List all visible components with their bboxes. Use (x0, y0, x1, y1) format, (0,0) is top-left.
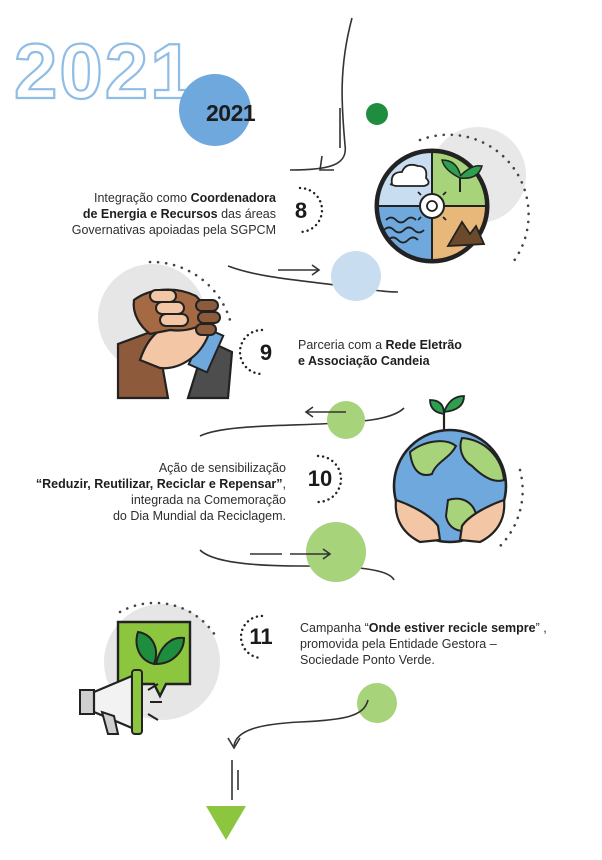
end-triangle (206, 806, 246, 840)
green-bubble-4 (306, 522, 366, 582)
earth-hands-icon (392, 395, 508, 544)
timeline-path-5 (233, 699, 369, 747)
handshake-icon (116, 288, 234, 400)
green-dot (366, 103, 388, 125)
step-11-text: Campanha “Onde estiver recicle sempre” ,… (300, 621, 547, 667)
year-outline: 2021 (14, 27, 196, 115)
step-9-text: Parceria com a Rede Eletrão e Associação… (298, 338, 462, 368)
year-bubble (179, 74, 251, 146)
step-10-text: Ação de sensibilização “Reduzir, Reutili… (35, 461, 286, 523)
arrow-head-2 (311, 264, 321, 276)
timeline-path-4 (199, 549, 395, 581)
step-number-11: 11 (249, 624, 273, 649)
step-number-10: 10 (307, 466, 333, 491)
dotted-arc-5 (118, 601, 220, 642)
year-label: 2021 (206, 100, 256, 126)
timeline-path-3 (199, 407, 405, 437)
green-bubble-3 (327, 401, 365, 439)
green-bubble-5 (357, 683, 397, 723)
megaphone-leaf-icon (79, 620, 192, 735)
step-number-9: 9 (259, 340, 273, 365)
ecosystem-icon (374, 148, 490, 264)
arrow-head-5 (227, 737, 241, 750)
arrow-head-3 (304, 406, 314, 418)
dotted-arc-1 (418, 133, 530, 268)
step-11-ring (239, 614, 264, 660)
arrow-head-4 (322, 548, 332, 560)
step-10-ring (316, 454, 343, 504)
step-number-8: 8 (294, 198, 308, 223)
timeline-path-1 (289, 17, 353, 171)
arrow-head-1 (319, 155, 334, 171)
blue-bubble-2 (331, 251, 381, 301)
step-8-text: Integração como Coordenadora de Energia … (71, 191, 276, 237)
